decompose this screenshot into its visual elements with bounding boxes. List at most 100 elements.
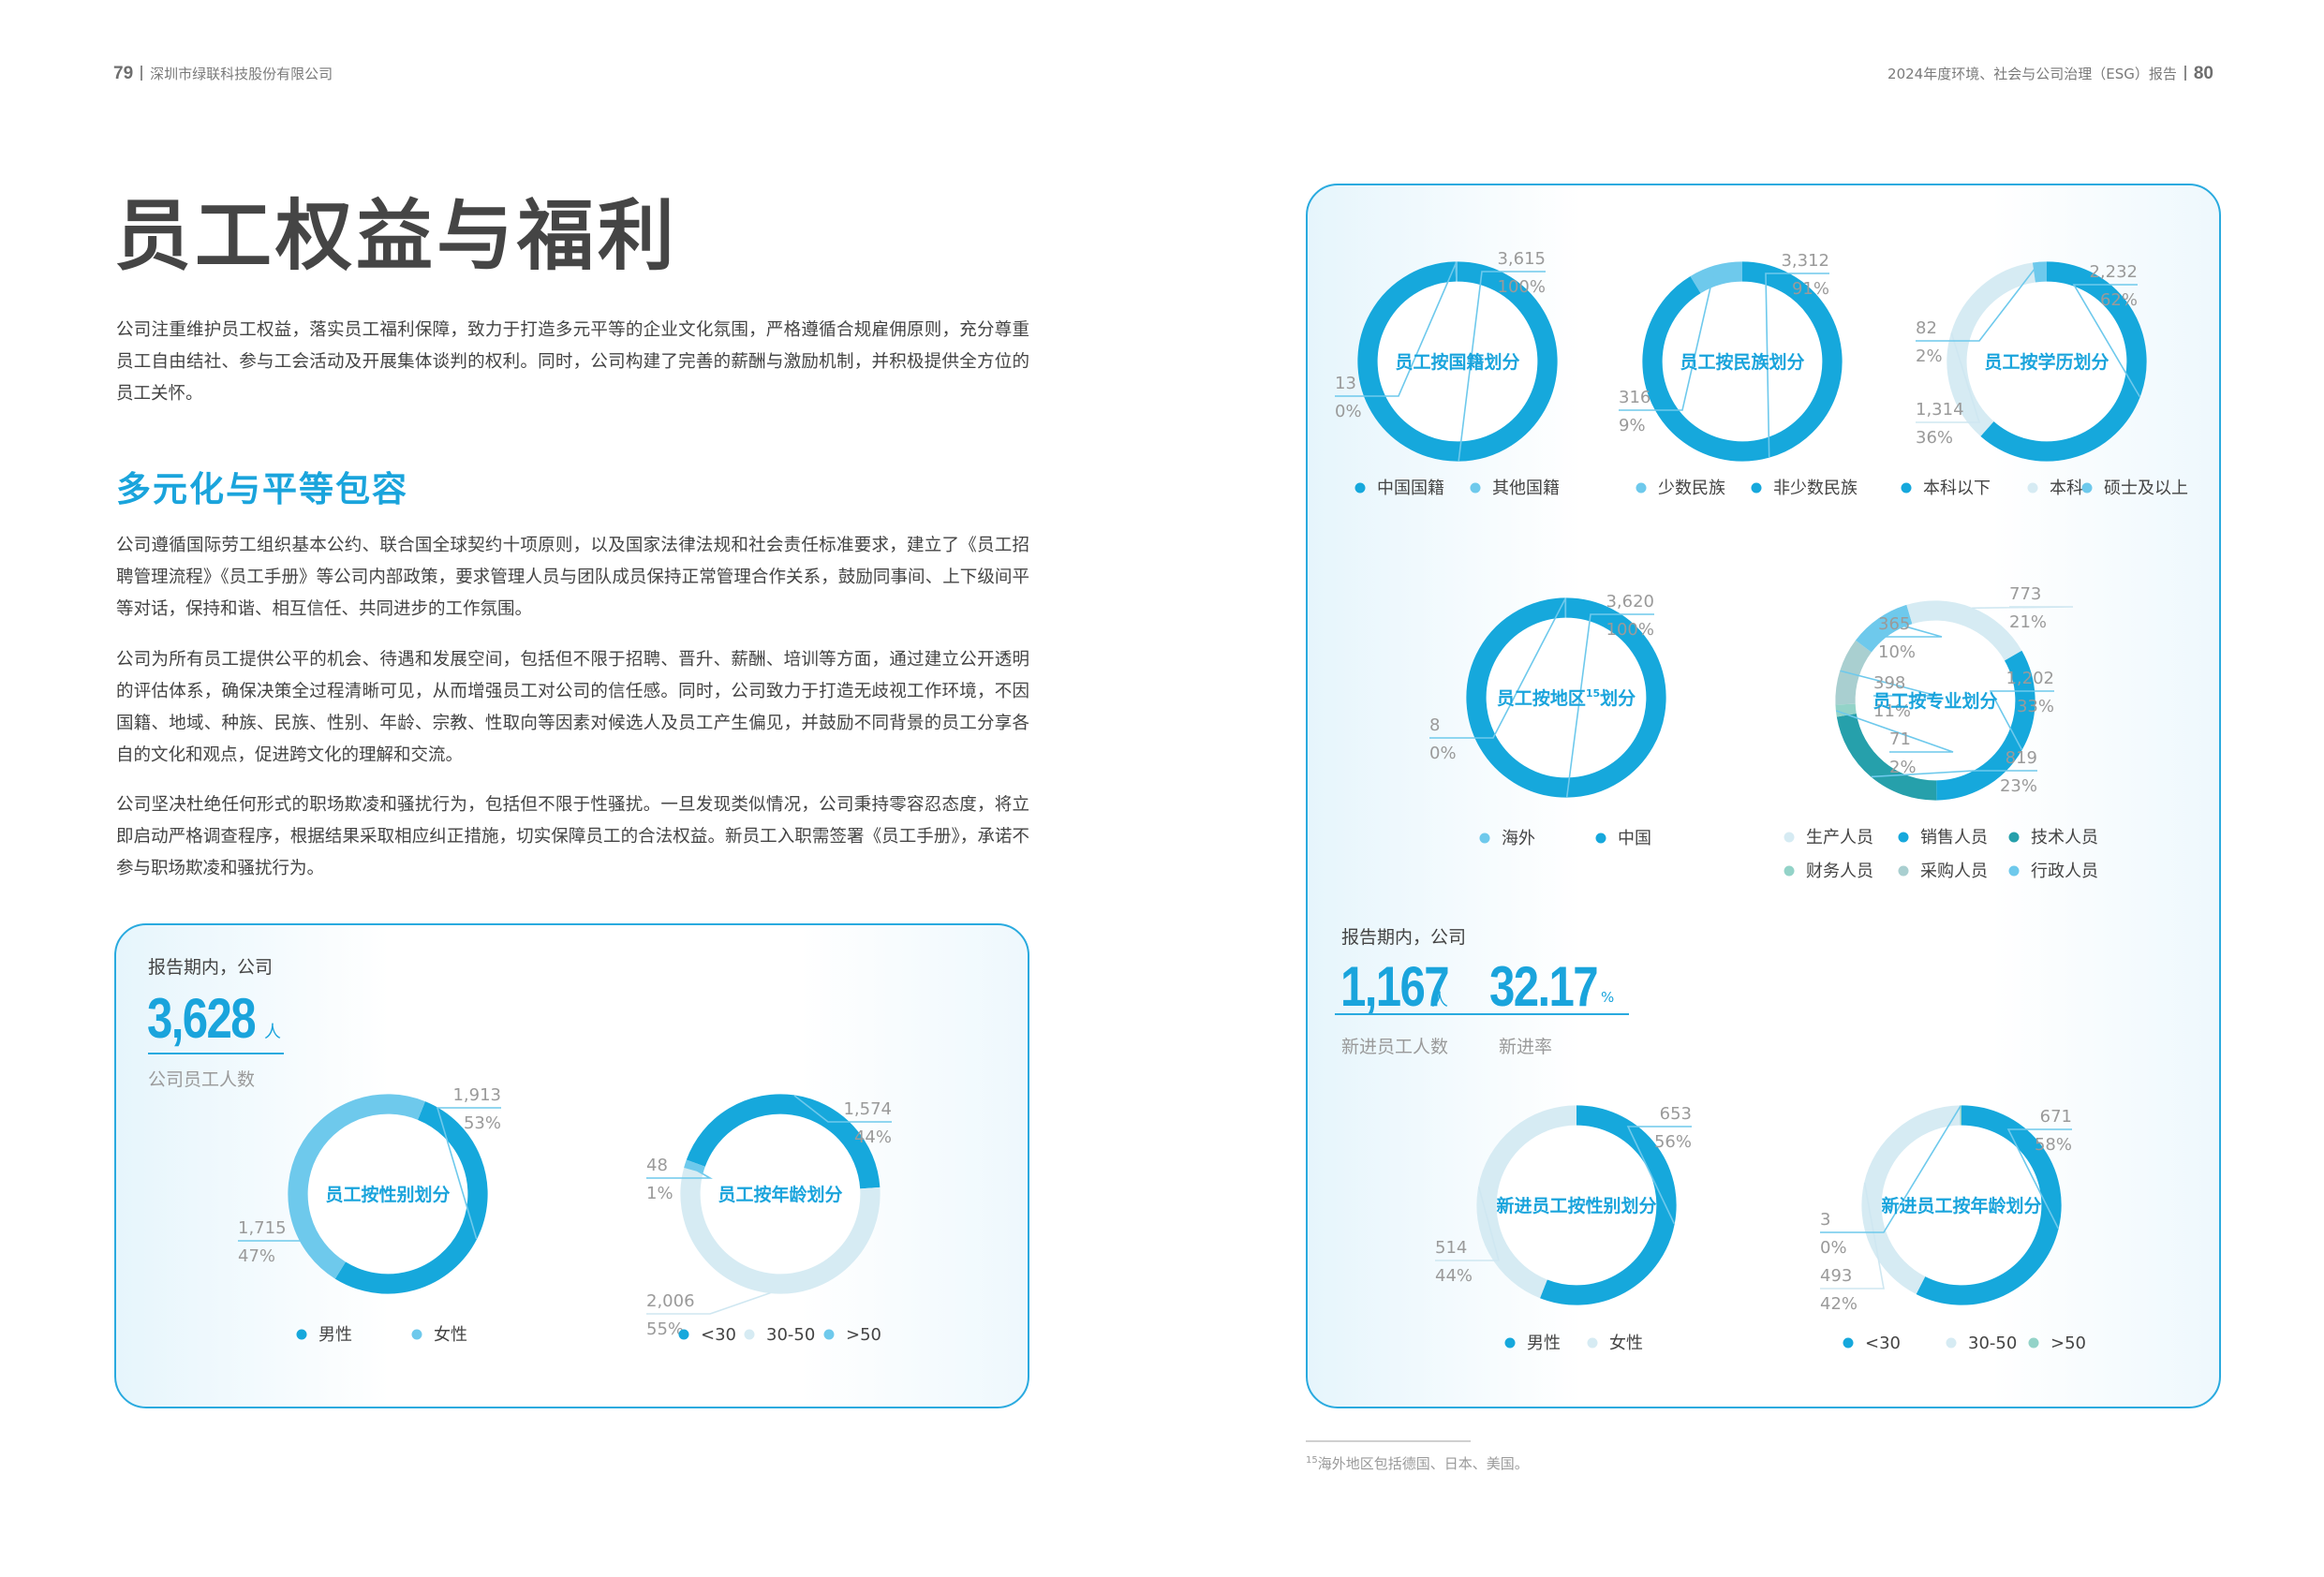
donut-title: 员工按性别划分 bbox=[325, 1184, 450, 1205]
legend-swatch-icon bbox=[1898, 865, 1909, 877]
total-employees-value: 3,628 bbox=[147, 987, 257, 1050]
footnote-text: 海外地区包括德国、日本、美国。 bbox=[1317, 1455, 1529, 1472]
slice-value-label: 398 bbox=[1873, 673, 1905, 693]
legend-swatch-icon bbox=[1470, 482, 1481, 494]
footnote-rule bbox=[1306, 1440, 1471, 1442]
legend-label: 中国国籍 bbox=[1377, 479, 1444, 498]
slice-value-label: 493 bbox=[1820, 1266, 1852, 1286]
donut-slice bbox=[1357, 261, 1558, 462]
legend-label: 中国 bbox=[1618, 829, 1651, 848]
legend-swatch-icon bbox=[1784, 832, 1795, 843]
slice-percent-label: 42% bbox=[1820, 1294, 1858, 1314]
legend-swatch-icon bbox=[1504, 1337, 1516, 1349]
slice-value-label: 2,232 bbox=[2089, 262, 2138, 282]
leader-line bbox=[1972, 606, 2074, 610]
legend-item: 男性 bbox=[1504, 1334, 1561, 1353]
slice-value-label: 365 bbox=[1878, 614, 1910, 634]
donut-slice bbox=[1642, 261, 1843, 462]
slice-value-label: 3,620 bbox=[1606, 592, 1654, 612]
legend-item: 30-50 bbox=[744, 1325, 815, 1345]
legend-item: 少数民族 bbox=[1636, 479, 1725, 498]
legend-label: 女性 bbox=[434, 1325, 467, 1345]
legend-swatch-icon bbox=[1354, 482, 1366, 494]
header-divider bbox=[2183, 66, 2186, 81]
leader-line bbox=[1435, 1186, 1501, 1261]
header-divider bbox=[141, 66, 143, 81]
donut-title: 员工按民族划分 bbox=[1680, 351, 1804, 373]
new-hire-rate-value: 32.17 bbox=[1489, 955, 1599, 1018]
slice-value-label: 71 bbox=[1889, 730, 1911, 749]
company-name: 深圳市绿联科技股份有限公司 bbox=[150, 66, 333, 82]
leader-line bbox=[2006, 1128, 2072, 1230]
slice-value-label: 8 bbox=[1429, 715, 1440, 735]
page-header-left: 79 深圳市绿联科技股份有限公司 bbox=[113, 64, 333, 84]
page-number-left: 79 bbox=[113, 64, 134, 83]
donut-chart-new_gender: 65356%51444%新进员工按性别划分男性女性 bbox=[1435, 1104, 1692, 1353]
legend-swatch-icon bbox=[411, 1329, 422, 1340]
donut-slice bbox=[1540, 1105, 1677, 1305]
leader-line bbox=[1989, 690, 2054, 750]
intro-paragraph: 公司注重维护员工权益，落实员工福利保障，致力于打造多元平等的企业文化氛围，严格遵… bbox=[116, 320, 1029, 404]
slice-percent-label: 11% bbox=[1873, 701, 1911, 721]
slice-value-label: 2,006 bbox=[646, 1291, 695, 1311]
legend-item: 非少数民族 bbox=[1751, 479, 1858, 498]
leader-line bbox=[2072, 284, 2141, 398]
slice-percent-label: 23% bbox=[2000, 776, 2037, 796]
slice-percent-label: 100% bbox=[1498, 277, 1546, 297]
slice-percent-label: 1% bbox=[646, 1184, 674, 1203]
total-employees-unit: 人 bbox=[264, 1023, 281, 1042]
legend-swatch-icon bbox=[1901, 482, 1912, 494]
donut-center bbox=[1375, 279, 1540, 444]
legend-label: >50 bbox=[846, 1325, 881, 1345]
legend-label: 海外 bbox=[1502, 829, 1535, 848]
donut-slice bbox=[1980, 261, 2147, 462]
new-hire-rate-label: 新进率 bbox=[1499, 1037, 1553, 1057]
donut-slice bbox=[1906, 600, 2022, 661]
slice-value-label: 82 bbox=[1916, 318, 1937, 338]
donut-chart-ethnicity: 3,31291%3169%员工按民族划分少数民族非少数民族 bbox=[1619, 251, 1858, 498]
kpi-caption: 报告期内，公司 bbox=[1341, 927, 1467, 948]
legend-label: 生产人员 bbox=[1806, 828, 1873, 847]
donut-slice bbox=[288, 1094, 425, 1279]
legend-label: 硕士及以上 bbox=[2104, 479, 2188, 498]
donut-slice bbox=[1935, 650, 2035, 801]
donut-slice bbox=[1835, 703, 1857, 717]
legend-item: 海外 bbox=[1479, 829, 1535, 848]
slice-value-label: 3,615 bbox=[1497, 249, 1546, 269]
legend-item: 硕士及以上 bbox=[2081, 479, 2188, 498]
section-paragraph: 公司坚决杜绝任何形式的职场欺凌和骚扰行为，包括但不限于性骚扰。一旦发现类似情况，… bbox=[116, 795, 1029, 878]
slice-value-label: 48 bbox=[646, 1156, 668, 1175]
legend-item: 男性 bbox=[296, 1325, 352, 1345]
legend-item: >50 bbox=[823, 1325, 881, 1345]
legend-label: 少数民族 bbox=[1658, 479, 1725, 498]
leader-line bbox=[436, 1107, 501, 1240]
legend-label: 本科 bbox=[2050, 479, 2083, 498]
section-title: 多元化与平等包容 bbox=[116, 469, 408, 509]
legend-swatch-icon bbox=[2081, 482, 2093, 494]
donut-chart-education: 2,23262%1,31436%822%员工按学历划分本科以下本科硕士及以上 bbox=[1901, 261, 2188, 498]
donut-slice bbox=[684, 1159, 705, 1173]
leader-line bbox=[1820, 1182, 1885, 1290]
legend-item: 30-50 bbox=[1946, 1334, 2017, 1353]
section-paragraph: 公司为所有员工提供公平的机会、待遇和发展空间，包括但不限于招聘、晋升、薪酬、培训… bbox=[116, 650, 1029, 765]
legend-swatch-icon bbox=[1843, 1337, 1854, 1349]
donut-chart-region: 3,620100%80%员工按地区15划分海外中国 bbox=[1429, 592, 1666, 848]
slice-value-label: 773 bbox=[2009, 584, 2041, 604]
slice-value-label: 3 bbox=[1820, 1210, 1830, 1230]
legend-swatch-icon bbox=[1587, 1337, 1598, 1349]
donut-title: 新进员工按年龄划分 bbox=[1881, 1195, 2041, 1216]
kpi-caption: 报告期内，公司 bbox=[148, 957, 274, 978]
kpi-underline bbox=[1335, 1013, 1629, 1015]
section-paragraph: 公司遵循国际劳工组织基本公约、联合国全球契约十项原则，以及国家法律法规和社会责任… bbox=[116, 536, 1029, 619]
legend-swatch-icon bbox=[2008, 865, 2020, 877]
donut-chart-profession: 1,20233%81923%712%39811%36510%77321%员工按专… bbox=[1784, 584, 2098, 881]
donut-slice bbox=[1476, 1105, 1577, 1299]
slice-value-label: 671 bbox=[2040, 1107, 2072, 1127]
slice-percent-label: 10% bbox=[1878, 642, 1916, 662]
legend-label: 非少数民族 bbox=[1773, 479, 1858, 498]
slice-value-label: 514 bbox=[1435, 1238, 1467, 1258]
slice-percent-label: 55% bbox=[646, 1319, 684, 1339]
legend-item: <30 bbox=[1843, 1334, 1901, 1353]
